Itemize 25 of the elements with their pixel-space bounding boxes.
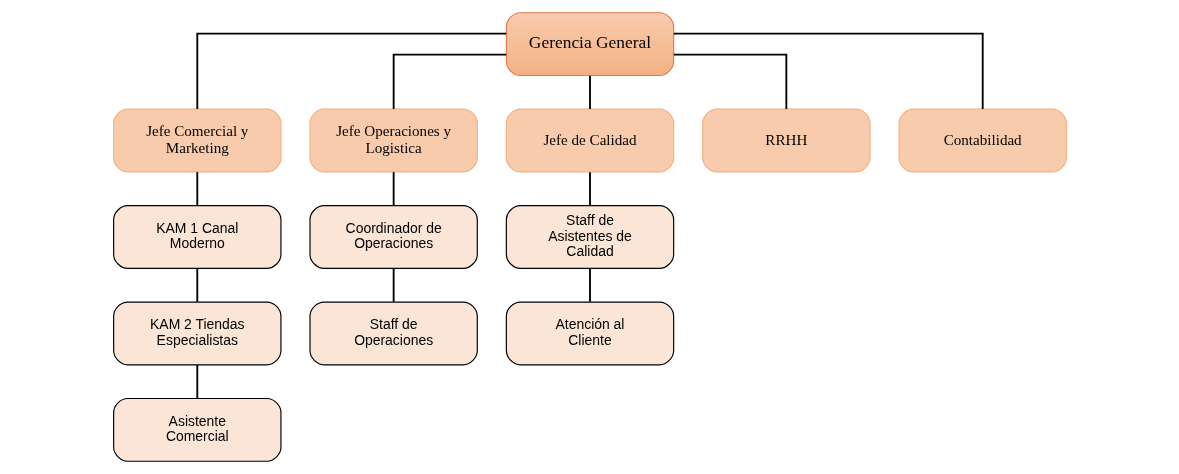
node-box: Contabilidad	[897, 108, 1067, 173]
node-box: Gerencia General	[505, 12, 674, 77]
connector	[195, 32, 507, 110]
connector	[195, 171, 198, 207]
node-box: Coordinador de Operaciones	[308, 205, 478, 269]
node-box: Jefe Operaciones y Logistica	[308, 108, 478, 173]
connector	[195, 267, 198, 303]
connector	[588, 171, 591, 207]
connector	[588, 267, 591, 303]
connector	[392, 267, 395, 303]
connector	[195, 364, 198, 400]
connector	[672, 32, 984, 110]
node-box: Staff de Asistentes de Calidad	[505, 205, 674, 269]
node-box: KAM 1 Canal Moderno	[112, 205, 282, 269]
connector	[672, 53, 787, 110]
connector	[588, 74, 591, 110]
connector	[392, 171, 395, 207]
node-box: Jefe Comercial y Marketing	[112, 108, 282, 173]
node-box: RRHH	[701, 108, 871, 173]
node-box: Staff de Operaciones	[308, 301, 478, 366]
node-box: Atención al Cliente	[505, 301, 674, 366]
node-box: Asistente Comercial	[112, 397, 282, 462]
node-box: Jefe de Calidad	[505, 108, 674, 173]
connector	[392, 53, 507, 110]
node-box: KAM 2 Tiendas Especialistas	[112, 301, 282, 366]
